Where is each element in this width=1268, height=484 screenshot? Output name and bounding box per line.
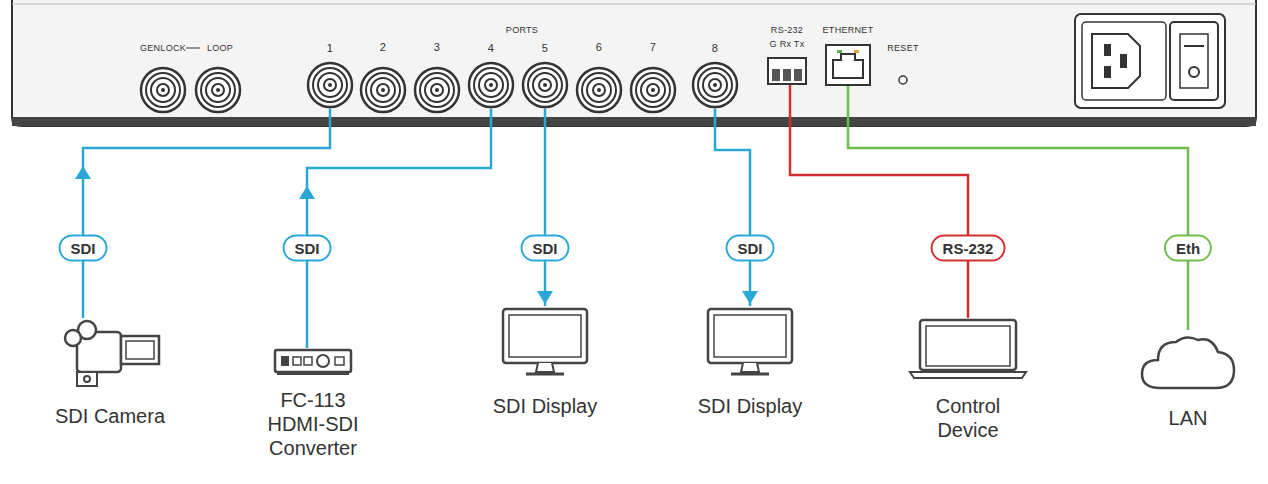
signal-badge: SDI (725, 235, 774, 262)
icon (521, 61, 569, 109)
device-label: SDI Camera (40, 404, 180, 428)
signal-badge: SDI (520, 235, 569, 262)
port-label: 5 (521, 40, 569, 57)
signal-badge: SDI (282, 235, 331, 262)
connector-port: ETHERNET (815, 24, 881, 86)
cable-line (307, 109, 491, 349)
icon (253, 348, 373, 376)
port-number: 6 (596, 41, 602, 53)
connector-port: 8 (691, 40, 739, 109)
signal-badge: SDI (58, 235, 107, 262)
device-label: SDI Display (675, 394, 825, 418)
icon (40, 318, 180, 388)
arrowhead (75, 166, 91, 179)
icon (470, 306, 620, 378)
connector-port: 1 (306, 40, 354, 109)
cable-line (790, 85, 968, 318)
port-label: 4 (467, 40, 515, 57)
connector-port: RS-232G Rx Tx (762, 24, 812, 85)
port-label: GENLOCK (140, 43, 186, 53)
pin-names: G Rx Tx (762, 38, 812, 52)
device-label: SDI Display (470, 394, 620, 418)
port-label: RS-232 (762, 24, 812, 38)
group-label: PORTS (506, 25, 538, 35)
port-number: 2 (380, 41, 386, 53)
button-label: RESET (887, 43, 919, 53)
port-number: 7 (650, 41, 656, 53)
device-label: Control Device (903, 394, 1033, 442)
cable-line (848, 86, 1188, 331)
device-icon: SDI Camera (40, 318, 180, 428)
device-label: LAN (1128, 406, 1248, 430)
cable (848, 86, 1188, 331)
icon (306, 61, 354, 109)
arrowhead (299, 186, 315, 199)
cable-line (83, 109, 330, 319)
cable (790, 85, 968, 318)
connector-port: 5 (521, 40, 569, 109)
cable-line (544, 109, 547, 307)
icon (675, 306, 825, 378)
device-icon: LAN (1128, 330, 1248, 430)
cable-line (715, 109, 750, 307)
icon (691, 61, 739, 109)
device-icon: FC-113 HDMI-SDI Converter (253, 348, 373, 460)
signal-badge: RS-232 (931, 235, 1006, 262)
cable (299, 109, 491, 349)
icon (1128, 330, 1248, 392)
device-label: FC-113 HDMI-SDI Converter (253, 388, 373, 460)
device-icon: SDI Display (470, 306, 620, 418)
arrowhead (742, 291, 758, 304)
signal-badge: Eth (1164, 235, 1212, 262)
arrowhead (537, 291, 553, 304)
device-icon: SDI Display (675, 306, 825, 418)
connector-port: 4 (467, 40, 515, 109)
icon (903, 318, 1033, 380)
port-label: ETHERNET (815, 24, 881, 38)
port-label: 1 (306, 40, 354, 57)
cable (715, 109, 758, 307)
device-icon: Control Device (903, 318, 1033, 442)
port-label: LOOP (207, 43, 233, 53)
icon (762, 57, 812, 85)
icon (467, 61, 515, 109)
icon (815, 44, 881, 86)
cable (75, 109, 330, 319)
port-label: 8 (691, 40, 739, 57)
port-number: 3 (434, 41, 440, 53)
cable (537, 109, 553, 307)
